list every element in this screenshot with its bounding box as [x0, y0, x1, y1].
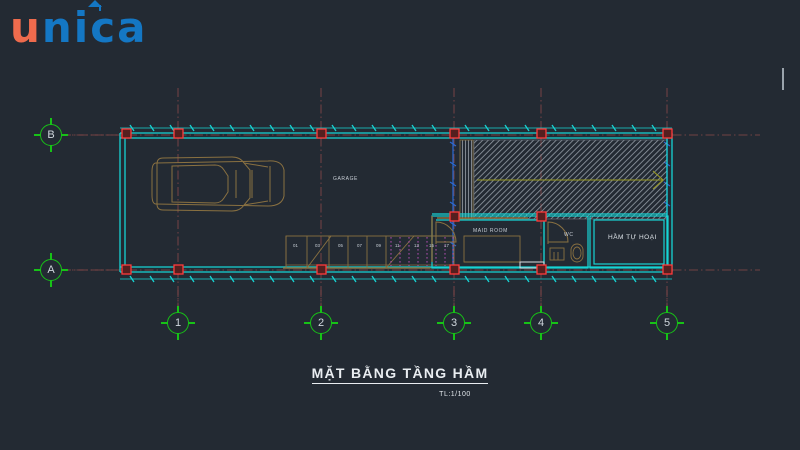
grid-tick-top [320, 306, 322, 313]
grid-tick-top [50, 253, 52, 260]
graduation-cap-icon [87, 0, 102, 7]
grid-bubble-label: 2 [317, 317, 325, 329]
stair-tread-number: 11 [395, 243, 400, 248]
room-label-septic-tank: HẦM TỰ HOẠI [608, 234, 657, 241]
grid-tick-left [437, 322, 444, 324]
stair-tread-number: 05 [338, 243, 343, 248]
right-edge-marker [782, 68, 784, 90]
toilet-fixture [549, 247, 565, 261]
grid-tick-right [464, 322, 471, 324]
grid-bubble-1[interactable]: 1 [161, 306, 195, 340]
grid-tick-top [453, 306, 455, 313]
room-label-maid-room: MAID ROOM [473, 228, 508, 234]
staircase [285, 235, 455, 269]
grid-tick-left [524, 322, 531, 324]
grid-tick-right [677, 322, 684, 324]
grid-bubble-label: A [47, 264, 55, 276]
drawing-scale: TL:1/100 [0, 391, 800, 398]
sink-fixture [570, 243, 584, 263]
hatched-void-area [459, 139, 668, 220]
grid-bubble-4[interactable]: 4 [524, 306, 558, 340]
grid-bubble-label: 5 [663, 317, 671, 329]
stair-tread-number: 15 [429, 243, 434, 248]
stair-tread-number: 01 [293, 243, 298, 248]
stair-tread-number: 03 [315, 243, 320, 248]
stair-tread-number: 13 [414, 243, 419, 248]
drawing-title: MẶT BẰNG TẦNG HẦM [311, 365, 489, 384]
exterior-walls [119, 132, 673, 273]
dimension-strings [120, 124, 672, 283]
grid-tick-right [331, 322, 338, 324]
stair-tread-number: 07 [357, 243, 362, 248]
grid-tick-bottom [50, 280, 52, 287]
grid-bubble-label: 1 [174, 317, 182, 329]
room-label-garage: GARAGE [333, 176, 358, 182]
drawing-scale-text: TL:1/100 [439, 391, 471, 398]
grid-tick-bottom [50, 145, 52, 152]
grid-tick-bottom [177, 333, 179, 340]
grid-tick-top [177, 306, 179, 313]
grid-tick-right [61, 269, 68, 271]
grid-bubble-label: 4 [537, 317, 545, 329]
logo-text-u: u [10, 3, 42, 52]
grid-bubble-label: B [47, 129, 55, 141]
grid-tick-right [188, 322, 195, 324]
grid-tick-left [650, 322, 657, 324]
door-swing-arc [435, 221, 569, 244]
columns [121, 128, 673, 275]
grid-tick-left [304, 322, 311, 324]
grid-bubble-2[interactable]: 2 [304, 306, 338, 340]
grid-tick-bottom [453, 333, 455, 340]
grid-tick-right [551, 322, 558, 324]
stair-tread-number: 17 [444, 243, 449, 248]
logo-text-nica: nica [41, 3, 148, 52]
grid-bubble-A[interactable]: A [34, 253, 68, 287]
grid-tick-top [666, 306, 668, 313]
title-block: MẶT BẰNG TẦNG HẦM TL:1/100 [0, 365, 800, 398]
stair-tread-number: 09 [376, 243, 381, 248]
grid-tick-left [161, 322, 168, 324]
grid-tick-left [34, 269, 41, 271]
grid-bubble-label: 3 [450, 317, 458, 329]
grid-tick-left [34, 134, 41, 136]
room-label-wc: WC [564, 232, 574, 238]
grid-tick-top [50, 118, 52, 125]
grid-bubble-3[interactable]: 3 [437, 306, 471, 340]
beam-lines [283, 216, 528, 269]
counter-fixture [463, 235, 521, 263]
grid-tick-bottom [540, 333, 542, 340]
grid-tick-right [61, 134, 68, 136]
grid-bubble-5[interactable]: 5 [650, 306, 684, 340]
logo-cap-wrapper: nica [41, 0, 148, 54]
grid-tick-top [540, 306, 542, 313]
car-plan-symbol [151, 156, 285, 212]
grid-bubble-B[interactable]: B [34, 118, 68, 152]
direction-arrow [477, 170, 664, 190]
graduation-cap-tassel-icon [98, 5, 101, 11]
grid-tick-bottom [666, 333, 668, 340]
grid-tick-bottom [320, 333, 322, 340]
